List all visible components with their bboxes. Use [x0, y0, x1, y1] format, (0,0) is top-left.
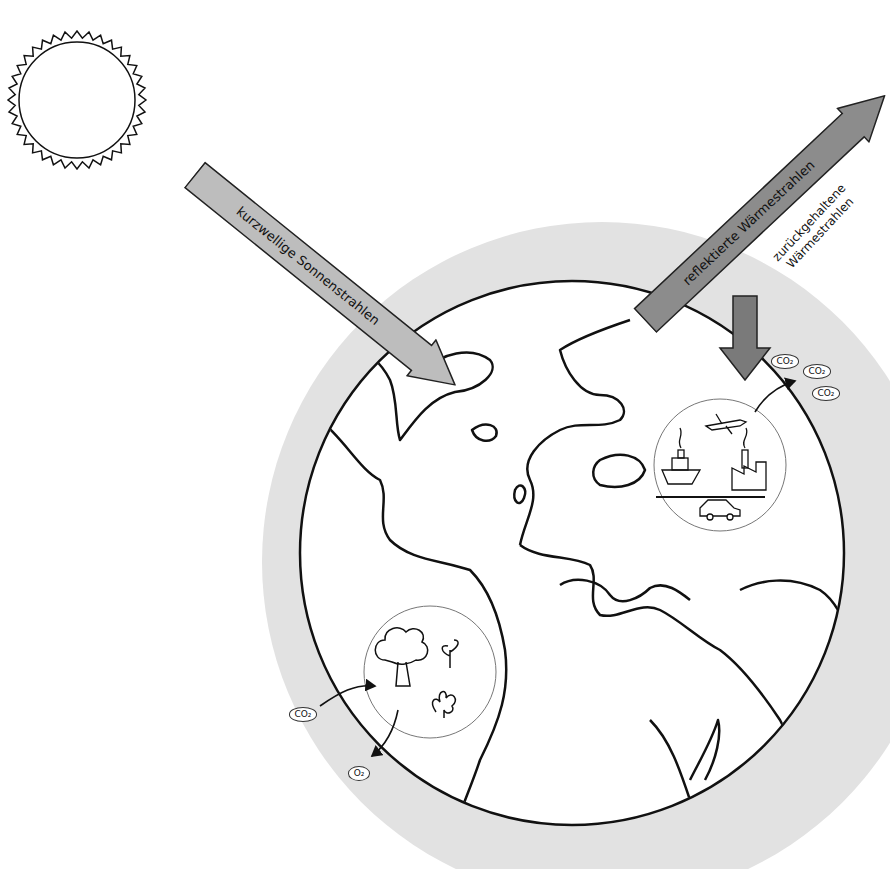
- gas-label: O₂: [354, 768, 365, 778]
- sun-disc: [19, 42, 135, 158]
- gas-bubble: CO₂: [803, 364, 832, 379]
- gas-label: CO₂: [809, 366, 826, 376]
- gas-bubble: CO₂: [812, 386, 841, 401]
- o2-release-arrow: [372, 710, 398, 756]
- co2-uptake-arrow: [320, 686, 375, 706]
- gas-bubble: O₂: [348, 766, 371, 781]
- plant-circle: [364, 606, 496, 738]
- gas-label: CO₂: [295, 709, 312, 719]
- gas-label: CO₂: [777, 356, 794, 366]
- gas-label: CO₂: [818, 388, 835, 398]
- plant-icons: [375, 628, 458, 718]
- gas-bubble: CO₂: [771, 354, 800, 369]
- emission-circle: [654, 399, 786, 531]
- emission-arrow: [755, 381, 795, 412]
- arrow-label: kurzwellige Sonnenstrahlen: [179, 156, 436, 377]
- sun-rim: [8, 31, 146, 169]
- earth: [300, 281, 844, 825]
- sun: [8, 31, 146, 169]
- gas-bubble: CO₂: [289, 707, 318, 722]
- retained-heat-arrow: [720, 296, 770, 380]
- emission-icons: [656, 414, 766, 520]
- continents: [320, 318, 850, 869]
